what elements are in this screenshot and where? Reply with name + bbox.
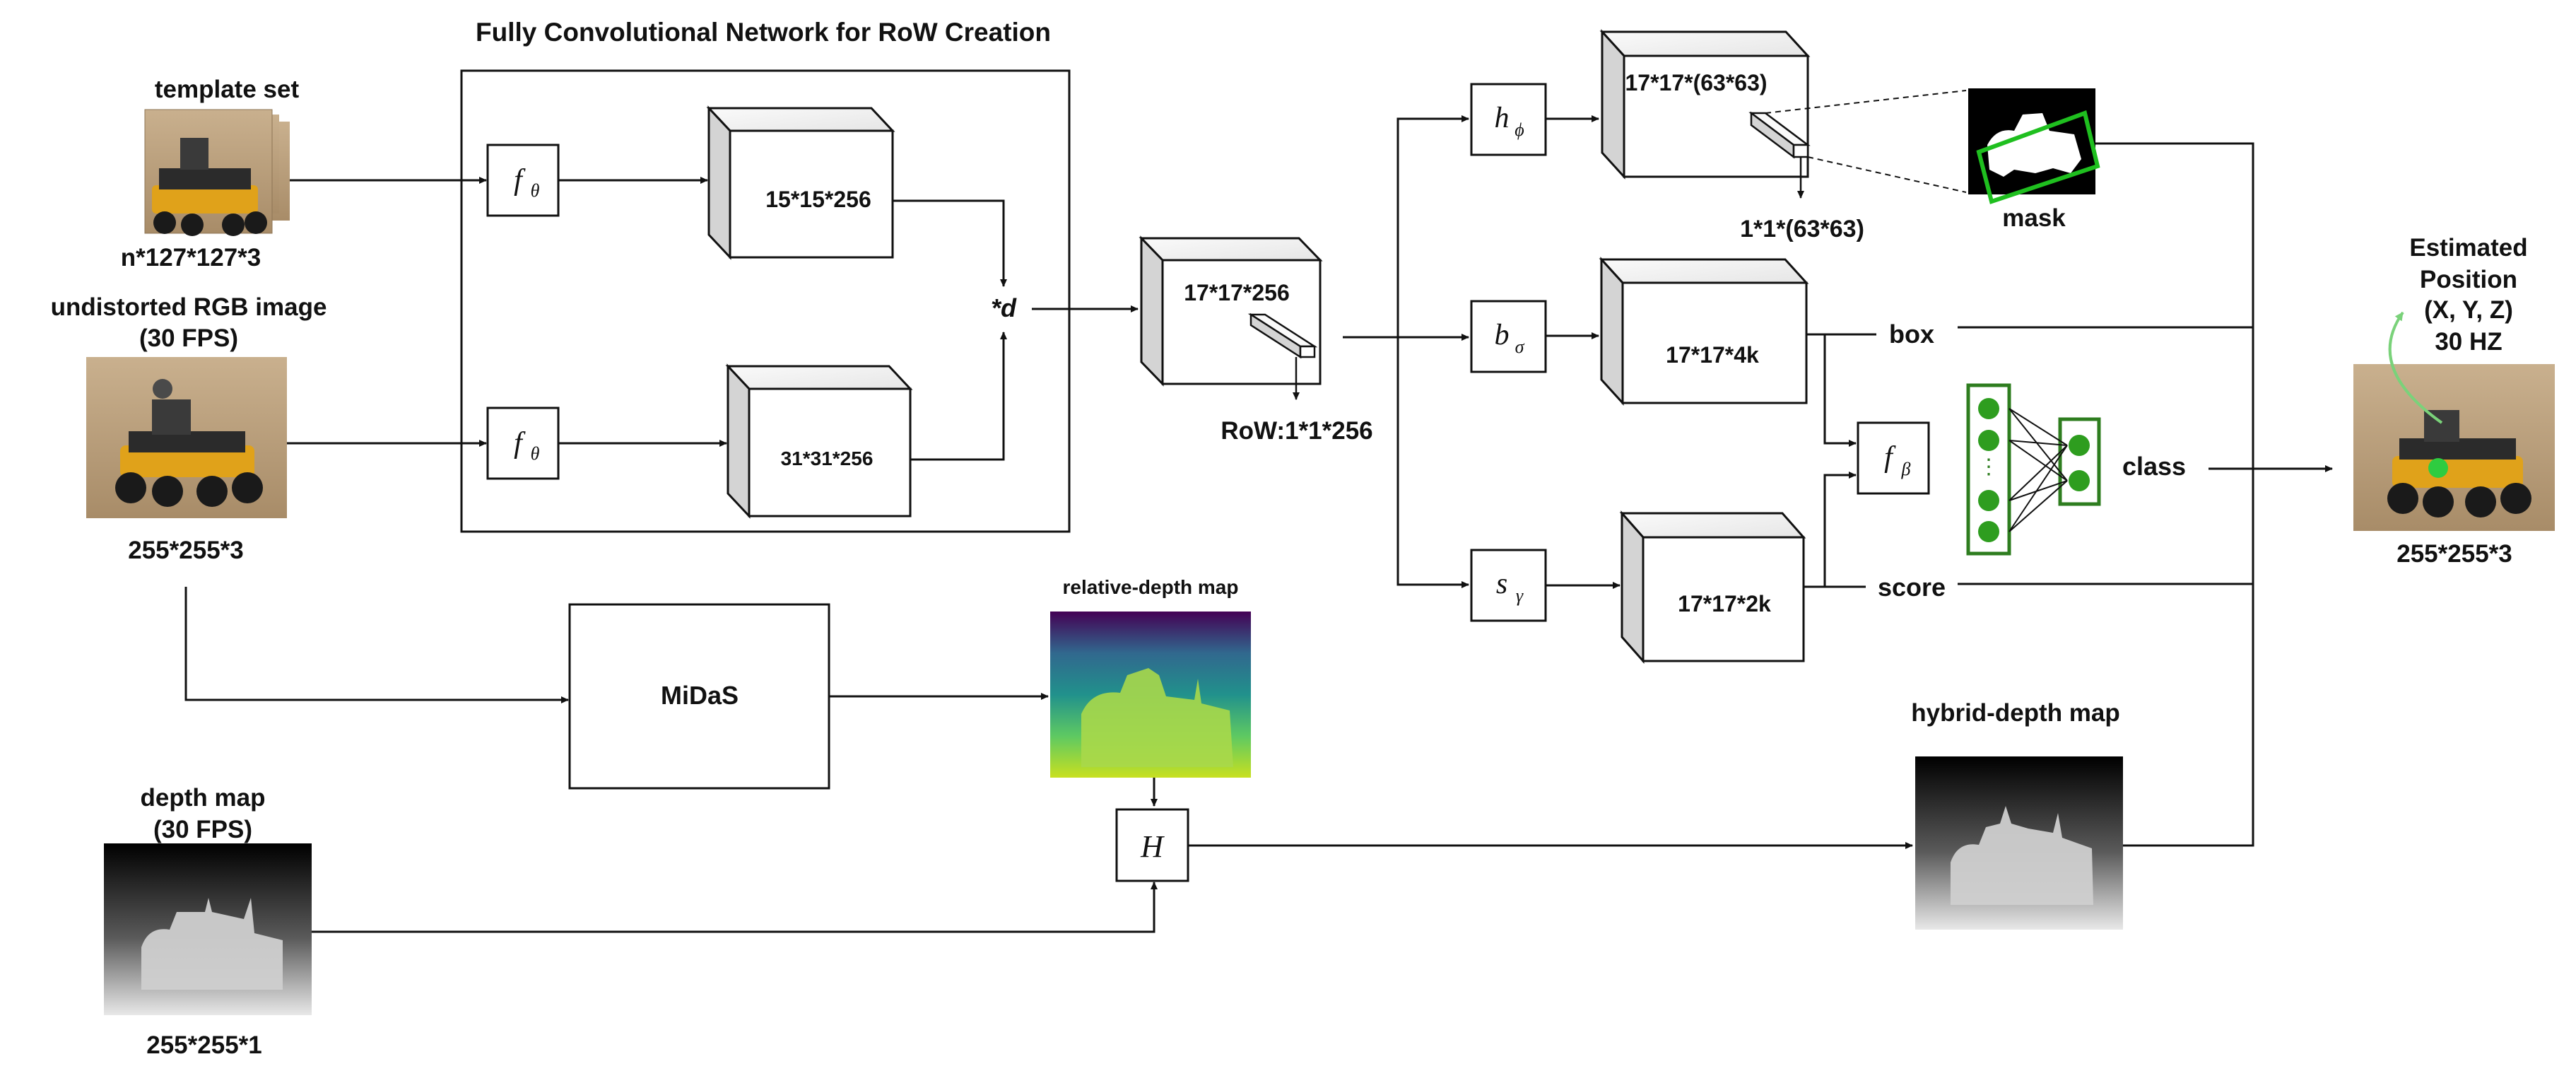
cube-search-features: 31*31*256	[725, 363, 913, 519]
template-set-image	[144, 109, 290, 236]
hybrid-depth-map	[1915, 756, 2123, 930]
svg-text:17*17*(63*63): 17*17*(63*63)	[1625, 70, 1767, 95]
svg-text:⋮: ⋮	[1978, 455, 1999, 479]
output-title-2: Position	[2420, 266, 2517, 293]
arrow	[1823, 334, 1857, 447]
xcorr-label: *d	[991, 293, 1017, 322]
svg-text:h: h	[1495, 102, 1510, 134]
fusion-label: H	[1140, 829, 1165, 864]
arrow	[1396, 115, 1469, 337]
svg-text:17*17*2k: 17*17*2k	[1678, 591, 1771, 616]
connector-line	[2095, 142, 2254, 469]
output-size: 255*255*3	[2396, 540, 2512, 568]
cube-score: 17*17*2k	[1619, 510, 1806, 664]
rgb-input-image	[86, 357, 287, 518]
class-label: class	[2122, 452, 2186, 481]
fcn-title: Fully Convolutional Network for RoW Crea…	[476, 18, 1051, 47]
arrow	[1396, 337, 1469, 588]
cube-template-features: 15*15*256	[706, 105, 895, 260]
depth-input-image	[104, 843, 312, 1015]
f-beta-box: f β	[1857, 421, 1930, 495]
mask-vector-label: 1*1*(63*63)	[1740, 216, 1864, 242]
depth-title-1: depth map	[141, 784, 266, 812]
output-image	[2353, 311, 2555, 531]
template-size: n*127*127*3	[121, 244, 261, 271]
arrow	[184, 587, 569, 703]
relative-depth-title: relative-depth map	[1063, 576, 1239, 598]
relative-depth-map	[1050, 612, 1251, 778]
row-label: RoW:1*1*256	[1221, 417, 1372, 445]
projection-line	[1807, 156, 1967, 193]
cube-row: 17*17*256	[1139, 235, 1323, 387]
fusion-box	[1115, 808, 1189, 882]
projection-line	[1765, 90, 1967, 114]
arrow	[312, 882, 1158, 933]
arrow	[910, 332, 1007, 461]
cube-mask: 17*17*(63*63)	[1599, 29, 1811, 180]
mask-label: mask	[2002, 204, 2066, 232]
connector-line	[2123, 469, 2254, 847]
cube-box: 17*17*4k	[1599, 257, 1809, 406]
output-title-3: (X, Y, Z)	[2424, 296, 2513, 324]
midas-box	[568, 603, 830, 790]
b-sigma-box: b σ	[1470, 300, 1547, 373]
svg-text:θ: θ	[531, 443, 540, 464]
arrow	[893, 199, 1007, 287]
svg-text:σ: σ	[1515, 337, 1525, 357]
rgb-title-1: undistorted RGB image	[51, 293, 327, 321]
classifier-network: ⋮	[1966, 383, 2101, 556]
arrow	[1823, 472, 1857, 587]
output-title-4: 30 HZ	[2435, 328, 2502, 356]
svg-text:β: β	[1901, 459, 1911, 479]
rgb-size: 255*255*3	[128, 537, 244, 564]
output-title-1: Estimated	[2409, 234, 2527, 262]
mask-image	[1968, 88, 2100, 204]
svg-text:s: s	[1496, 568, 1507, 600]
f-theta-bottom: f θ	[486, 406, 560, 480]
svg-text:17*17*4k: 17*17*4k	[1666, 342, 1759, 368]
fcn-frame	[460, 69, 1071, 533]
svg-text:15*15*256: 15*15*256	[765, 187, 871, 212]
hybrid-depth-title: hybrid-depth map	[1911, 699, 2120, 727]
template-title: template set	[155, 76, 300, 103]
midas-label: MiDaS	[661, 681, 739, 710]
s-gamma-box: s γ	[1470, 549, 1547, 622]
svg-text:31*31*256: 31*31*256	[781, 448, 874, 469]
f-theta-top: f θ	[486, 144, 560, 217]
h-phi-box: h ϕ	[1470, 83, 1547, 156]
svg-text:γ: γ	[1516, 585, 1524, 606]
svg-text:ϕ: ϕ	[1515, 119, 1524, 140]
svg-text:θ: θ	[531, 180, 540, 201]
box-label: box	[1889, 320, 1934, 349]
score-label: score	[1878, 573, 1946, 602]
depth-title-2: (30 FPS)	[153, 816, 252, 843]
svg-text:17*17*256: 17*17*256	[1184, 280, 1289, 305]
svg-text:b: b	[1495, 319, 1510, 351]
rgb-title-2: (30 FPS)	[139, 324, 238, 352]
depth-size: 255*255*1	[146, 1031, 262, 1059]
